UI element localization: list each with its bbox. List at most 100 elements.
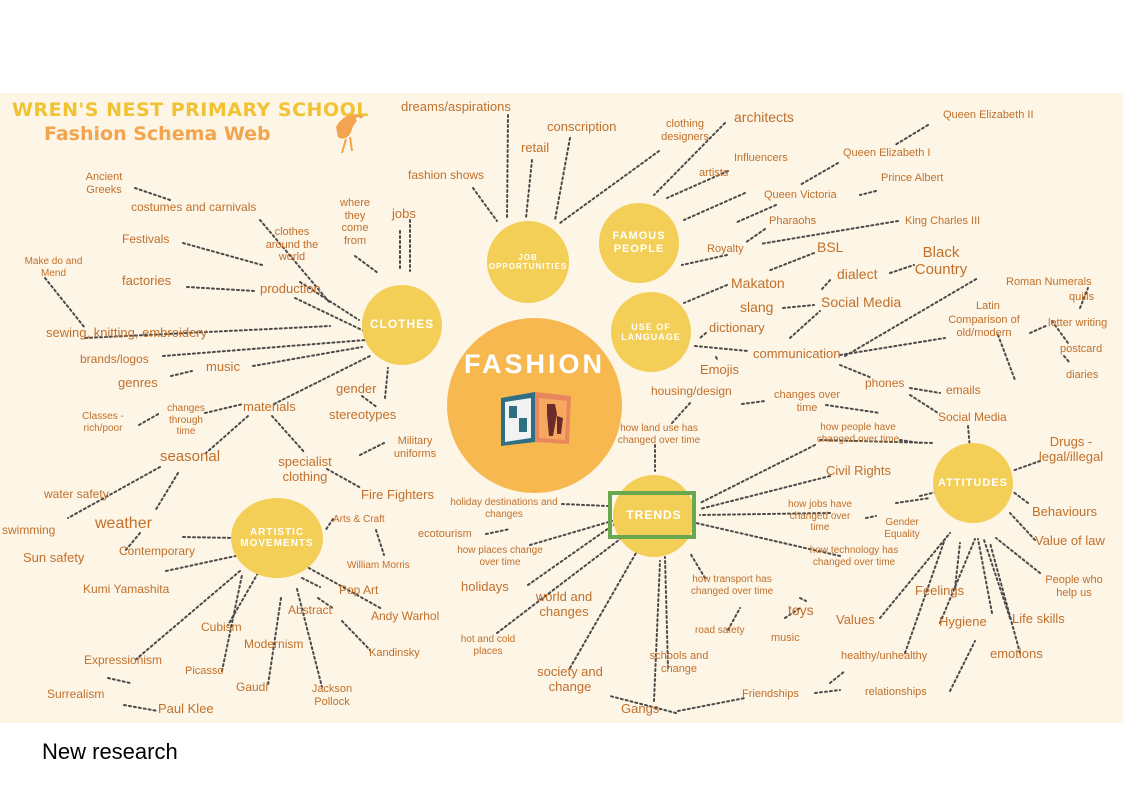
center-bubble-fashion: FASHION: [447, 318, 622, 493]
word-william-morris: William Morris: [347, 560, 410, 571]
word-specialist: specialist clothing: [278, 454, 332, 484]
word-housing: housing/design: [651, 384, 732, 398]
word-influencers: Influencers: [734, 152, 788, 164]
word-pharaohs: Pharaohs: [769, 215, 817, 227]
word-retail: retail: [521, 140, 550, 155]
word-jobs: jobs: [392, 206, 416, 221]
wren-bird-logo-icon: [336, 114, 364, 154]
word-seasonal: seasonal: [160, 448, 221, 465]
center-label: FASHION: [463, 348, 605, 379]
word-genres: genres: [118, 375, 158, 390]
hub-use-of-language: USE OF LANGUAGE: [611, 292, 691, 372]
word-black-country: Black Country: [914, 244, 968, 279]
word-kumi: Kumi Yamashita: [83, 582, 170, 596]
word-architects: architects: [734, 109, 794, 125]
word-holidays: holidays: [461, 579, 509, 594]
word-schools: schools and change: [649, 650, 709, 675]
word-society: society and change: [537, 664, 603, 694]
word-technology: how technology has changed over time: [809, 545, 899, 568]
word-surrealism: Surrealism: [47, 687, 105, 701]
word-queen-eliz1: Queen Elizabeth I: [843, 147, 931, 159]
word-jackson: Jackson Pollock: [311, 683, 353, 708]
word-hygiene: Hygiene: [939, 614, 987, 629]
trends-highlight-box: [608, 491, 696, 539]
word-emails: emails: [946, 383, 981, 397]
word-world-changes: world and changes: [535, 589, 593, 619]
word-fire: Fire Fighters: [361, 487, 434, 502]
word-social-media-1: Social Media: [821, 294, 902, 310]
word-weather: weather: [95, 515, 152, 532]
word-brands: brands/logos: [80, 352, 149, 366]
word-picasso: Picasso: [185, 665, 224, 677]
word-production: production: [260, 281, 321, 296]
word-relationships: relationships: [865, 686, 927, 698]
word-gaudi: Gaudi: [236, 680, 269, 694]
word-designers: clothing designers: [661, 118, 709, 143]
hub-clothes: CLOTHES: [362, 285, 442, 365]
word-fashion-shows: fashion shows: [408, 168, 485, 182]
word-stereotypes: stereotypes: [329, 407, 397, 422]
word-military: Military uniforms: [393, 435, 437, 460]
word-bsl: BSL: [817, 239, 844, 255]
word-emotions: emotions: [990, 646, 1043, 661]
word-people-help: People who help us: [1045, 574, 1103, 599]
word-make-do: Make do and Mend: [24, 256, 83, 279]
word-letter-writing: letter writing: [1048, 317, 1108, 329]
word-paul-klee: Paul Klee: [158, 701, 214, 716]
word-feelings: Feelings: [915, 583, 965, 598]
word-latin: Latin: [976, 300, 1000, 312]
word-classes: Classes - rich/poor: [82, 411, 124, 434]
word-contemporary: Contemporary: [119, 544, 196, 558]
word-changes-over-time: changes over time: [773, 389, 841, 414]
hub-artistic-movements: ARTISTIC MOVEMENTS: [231, 498, 323, 578]
word-arts-craft: Arts & Craft: [333, 514, 385, 525]
word-gangs: Gangs: [621, 701, 660, 716]
word-jobs-changed: how jobs have changed over time: [788, 499, 852, 533]
word-swimming: swimming: [2, 523, 56, 537]
fashion-magazine-icon: [500, 392, 571, 447]
word-water-safety: water safety: [44, 487, 109, 501]
word-emojis: Emojis: [700, 362, 740, 377]
word-road-safety: road safety: [695, 625, 745, 636]
word-conscription: conscription: [547, 119, 617, 134]
word-friendships: Friendships: [742, 688, 799, 700]
diagram-title: Fashion Schema Web: [44, 123, 271, 145]
school-name: WREN'S NEST PRIMARY SCHOOL: [12, 99, 369, 121]
word-dialect: dialect: [837, 266, 878, 282]
word-makaton: Makaton: [731, 275, 785, 291]
word-prince-albert: Prince Albert: [881, 172, 944, 184]
word-drugs: Drugs - legal/illegal: [1038, 434, 1104, 464]
word-materials: materials: [243, 399, 296, 414]
word-postcard: postcard: [1060, 343, 1103, 355]
word-kandinsky: Kandinsky: [369, 647, 420, 659]
word-andy-warhol: Andy Warhol: [371, 609, 440, 623]
word-queen-eliz2: Queen Elizabeth II: [943, 109, 1034, 121]
hub-famous-people: FAMOUS PEOPLE: [599, 203, 679, 283]
word-sewing: sewing, knitting, embroidery: [46, 325, 208, 340]
word-costumes: costumes and carnivals: [131, 200, 257, 214]
hub-job-opportunities: JOB OPPORTUNITIES: [487, 221, 569, 303]
word-toys: toys: [788, 602, 814, 618]
word-comparison: Comparison of old/modern: [948, 314, 1020, 339]
word-gender: gender: [336, 381, 377, 396]
word-civil-rights: Civil Rights: [826, 463, 892, 478]
word-king-charles: King Charles III: [905, 215, 981, 227]
word-modernism: Modernism: [244, 637, 304, 651]
word-cubism: Cubism: [201, 620, 242, 634]
word-transport: how transport has changed over time: [690, 574, 774, 597]
word-social-media-2: Social Media: [938, 410, 1007, 424]
word-ecotourism: ecotourism: [418, 528, 472, 540]
word-festivals: Festivals: [122, 232, 170, 246]
word-queen-victoria: Queen Victoria: [764, 189, 837, 201]
word-communication: communication: [753, 346, 841, 361]
word-clothes-world: clothes around the world: [265, 226, 319, 264]
word-royalty: Royalty: [707, 243, 744, 255]
word-roman-numerals: Roman Numerals: [1006, 276, 1092, 288]
word-abstract: Abstract: [288, 603, 333, 617]
word-gender-equality: Gender Equality: [884, 517, 920, 540]
word-diaries: diaries: [1066, 369, 1099, 381]
word-sun-safety: Sun safety: [23, 550, 85, 565]
word-expressionism: Expressionism: [84, 653, 163, 667]
hub-trends: TRENDS: [613, 475, 695, 557]
word-pop-art: Pop Art: [339, 583, 379, 597]
